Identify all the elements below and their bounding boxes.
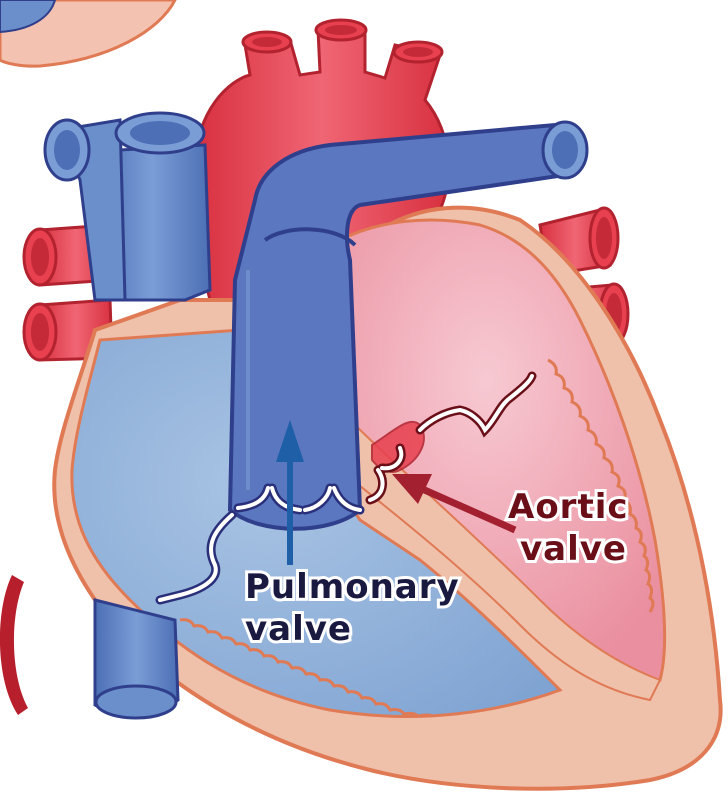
pulmonary-label-line2: valve bbox=[245, 609, 352, 649]
aortic-label-line1: Aortic bbox=[508, 487, 629, 527]
red-arc-fragment bbox=[0, 575, 28, 715]
aortic-label-line2: valve bbox=[520, 529, 627, 569]
pulmonary-label-line1: Pulmonary bbox=[245, 567, 460, 607]
